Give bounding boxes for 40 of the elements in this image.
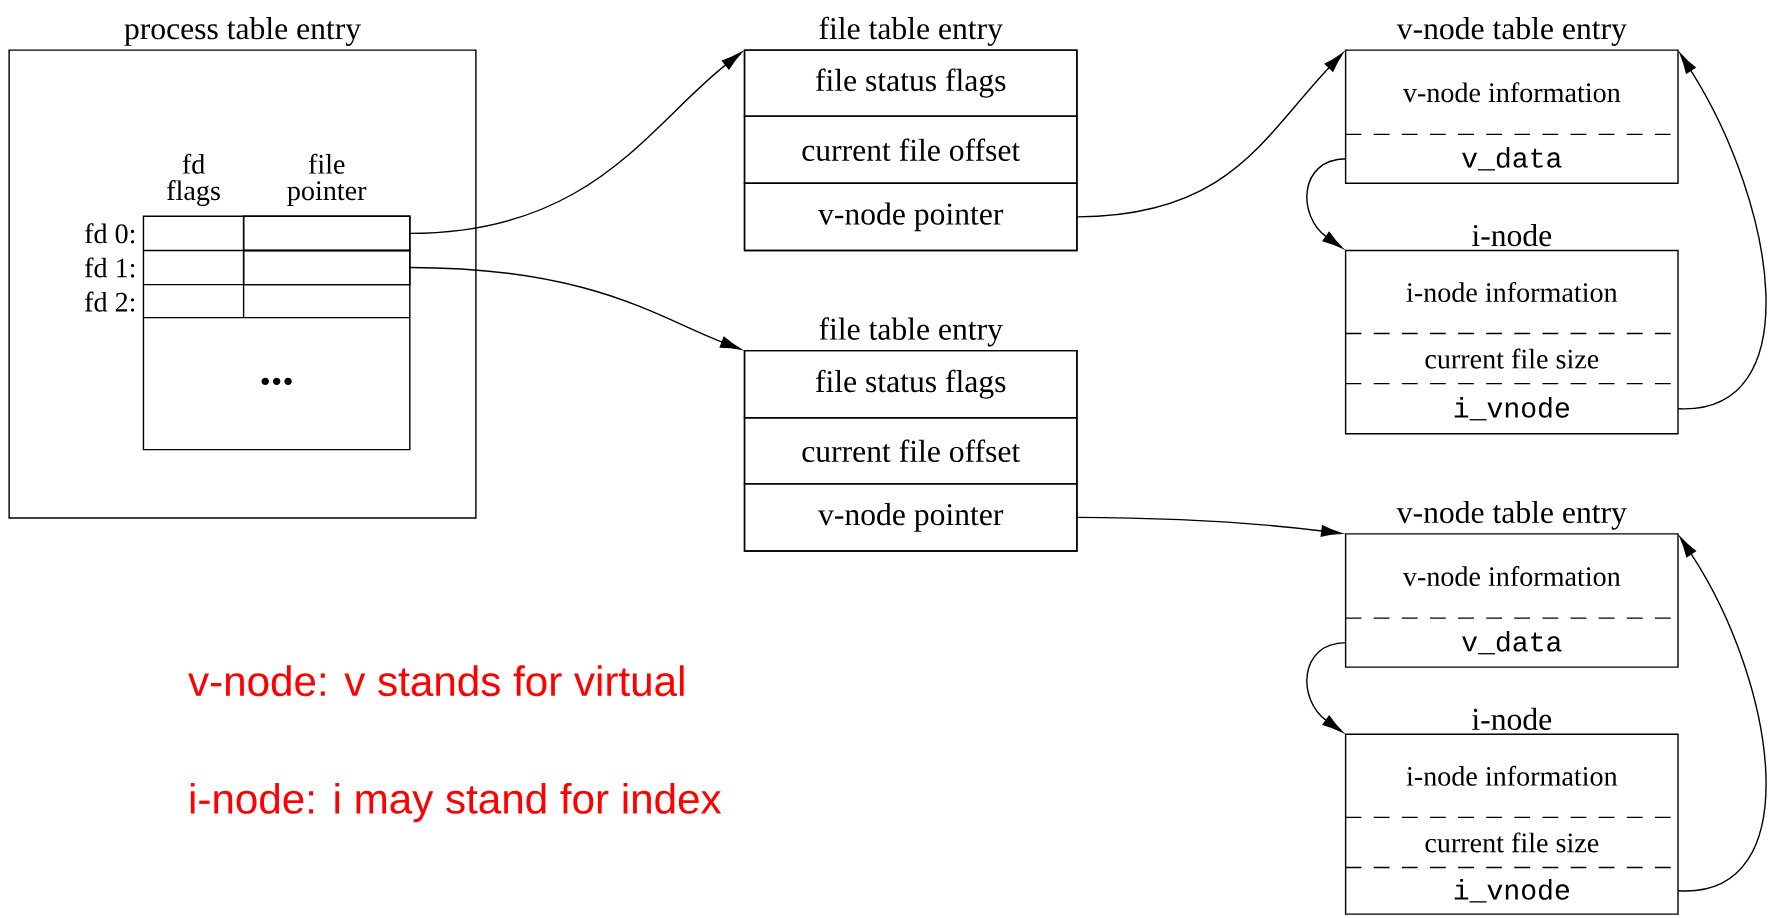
arrow: [1306, 642, 1347, 733]
table-label: fd 0:: [85, 223, 135, 244]
table-label: fd 2:: [85, 291, 135, 312]
table-label: fd flags: [167, 153, 220, 207]
table-row: current file size: [1344, 333, 1679, 369]
table-row: current file size: [1344, 816, 1679, 853]
node-label: file table entry: [819, 16, 1003, 47]
table-row: i_vnode: [1344, 866, 1679, 903]
pointer-cell: [242, 249, 411, 286]
table-label: file pointer: [287, 154, 367, 207]
table-row: file status flags: [743, 49, 1078, 118]
table-row: v-node information: [1402, 566, 1621, 587]
arrow: [409, 52, 742, 235]
table-label: ...: [261, 377, 292, 386]
arrow: [1076, 52, 1344, 218]
note-text: i-node: i may stand for index: [190, 783, 722, 823]
pointer-cell: [242, 215, 411, 252]
arrow: [1306, 158, 1347, 249]
table-row: file status flags: [743, 350, 1078, 419]
table-row: i-node information: [1406, 282, 1618, 303]
table-row: current file offset: [743, 417, 1078, 485]
note-text: v-node: v stands for virtual: [188, 665, 684, 697]
table-row: v-node pointer: [743, 483, 1078, 552]
table-row: current file offset: [743, 115, 1078, 185]
table-row: v_data: [1344, 617, 1679, 655]
table-row: v_data: [1344, 133, 1679, 171]
node-label: process table entry: [124, 17, 361, 47]
table-row: v-node information: [1402, 82, 1621, 103]
node-label: v-node table entry: [1396, 501, 1627, 530]
node-label: i-node: [1472, 708, 1552, 731]
arrow: [1076, 516, 1343, 537]
node-label: v-node table entry: [1396, 17, 1627, 47]
table-label: fd 1:: [85, 257, 135, 278]
arrow: [409, 267, 742, 351]
table-row: i-node information: [1406, 766, 1618, 787]
node-label: file table entry: [819, 317, 1003, 347]
arrow: [1677, 53, 1767, 410]
table-row: i_vnode: [1344, 383, 1679, 421]
table-row: v-node pointer: [743, 182, 1078, 252]
node-label: i-node: [1472, 224, 1552, 247]
